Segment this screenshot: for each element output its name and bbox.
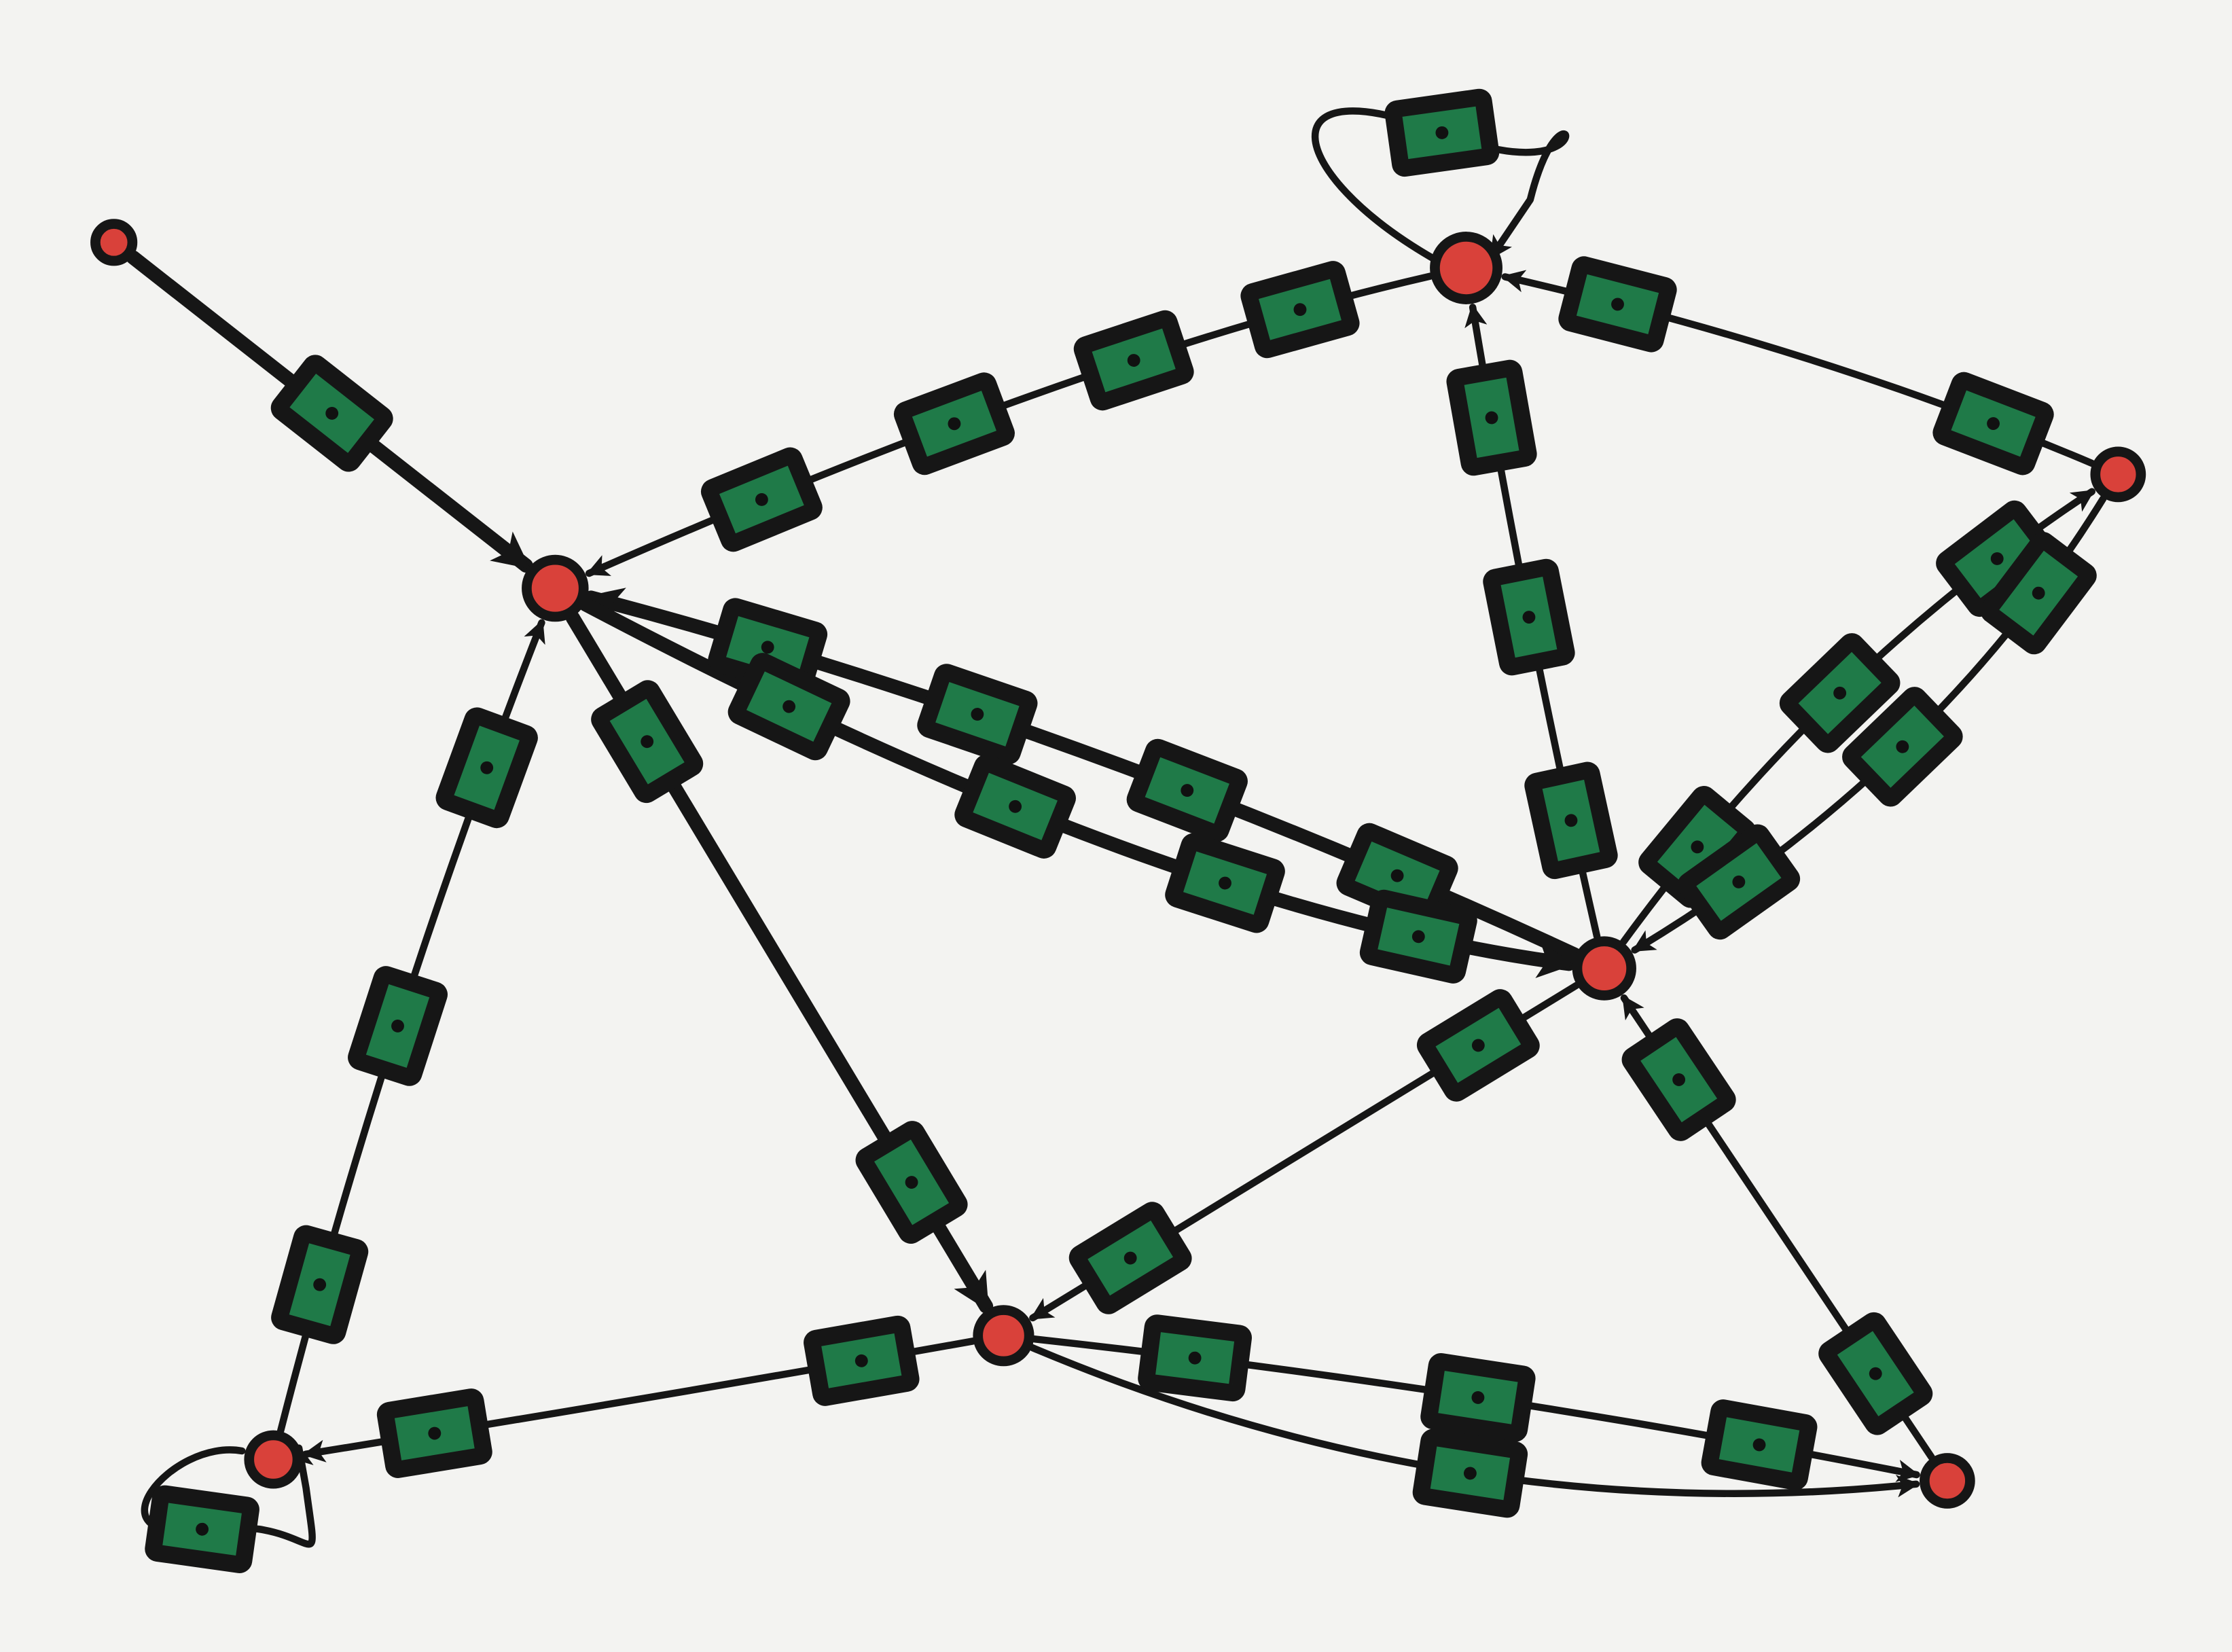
token-e3-0 — [1932, 372, 2054, 475]
token-e8-0 — [1980, 532, 2097, 655]
token-e10-2 — [435, 707, 538, 829]
token-e15-0 — [1138, 1314, 1252, 1402]
token-e3-1 — [1558, 256, 1677, 353]
token-e15-2 — [1701, 1399, 1818, 1490]
token-e0-0 — [270, 355, 393, 472]
token-dot — [1390, 869, 1404, 882]
token-dot — [1181, 784, 1194, 797]
tokens-layer — [145, 88, 2097, 1573]
token-e9-0 — [591, 680, 704, 804]
token-dot — [641, 735, 654, 749]
token-e4-0 — [1524, 761, 1618, 880]
token-e11-1 — [1068, 1202, 1192, 1314]
token-e1-3 — [700, 447, 823, 552]
token-dot — [1463, 1467, 1477, 1480]
token-dot — [1471, 1390, 1485, 1404]
token-dot — [325, 407, 339, 420]
token-dot — [1833, 686, 1847, 700]
token-dot — [948, 417, 961, 431]
token-dot — [1691, 840, 1704, 854]
token-dot — [313, 1278, 327, 1291]
token-dot — [1752, 1438, 1766, 1452]
nodes-layer — [90, 219, 2146, 1509]
node-hub — [522, 554, 589, 622]
token-dot — [1219, 876, 1231, 890]
token-dot — [1471, 1039, 1485, 1052]
token-dot — [1188, 1351, 1202, 1365]
token-e11-0 — [1416, 989, 1540, 1102]
token-e16-0 — [1412, 1429, 1528, 1518]
token-dot — [761, 641, 774, 654]
token-e5-2 — [917, 664, 1038, 765]
token-e12-0 — [1818, 1312, 1933, 1435]
token-e8-2 — [1677, 824, 1801, 940]
token-dot — [1611, 298, 1624, 311]
token-dot — [196, 1522, 209, 1536]
token-dot — [854, 1354, 868, 1367]
token-e1-0 — [1240, 261, 1360, 359]
token-e13-1 — [376, 1388, 492, 1478]
token-e2-0 — [1384, 88, 1500, 177]
token-e8-1 — [1842, 687, 1963, 807]
token-dot — [1123, 1251, 1137, 1265]
token-dot — [1869, 1367, 1882, 1380]
token-e9-1 — [855, 1121, 968, 1244]
node-source — [90, 219, 138, 266]
token-dot — [1896, 740, 1909, 753]
token-dot — [1009, 800, 1022, 813]
node-right — [2090, 446, 2146, 503]
token-dot — [782, 700, 796, 713]
token-e4-1 — [1483, 558, 1575, 676]
token-dot — [1127, 354, 1140, 367]
token-dot — [1672, 1073, 1686, 1086]
token-dot — [1732, 875, 1746, 888]
token-e1-2 — [893, 372, 1015, 475]
token-dot — [1293, 303, 1307, 317]
token-dot — [2032, 586, 2045, 600]
token-dot — [1987, 417, 2000, 430]
token-dot — [1435, 126, 1449, 139]
token-e4-2 — [1446, 359, 1537, 476]
node-bottom-right — [1920, 1453, 1975, 1509]
node-bottom-left — [244, 1430, 303, 1489]
token-e12-1 — [1621, 1018, 1736, 1141]
token-e6-0 — [727, 653, 850, 761]
token-dot — [905, 1176, 918, 1189]
token-dot — [1485, 411, 1498, 425]
token-e14-0 — [145, 1485, 259, 1573]
token-e5-1 — [1126, 738, 1248, 842]
token-e7-1 — [1779, 633, 1901, 753]
token-dot — [428, 1426, 442, 1440]
node-center-right — [1572, 936, 1636, 1001]
token-e1-1 — [1073, 310, 1194, 411]
token-dot — [1564, 814, 1578, 827]
token-dot — [971, 708, 984, 721]
token-e13-0 — [804, 1315, 920, 1406]
token-e6-3 — [1359, 889, 1477, 984]
token-e15-1 — [1420, 1353, 1536, 1442]
token-dot — [1990, 552, 2004, 565]
token-e10-0 — [271, 1225, 369, 1344]
token-e10-1 — [348, 966, 448, 1086]
node-top — [1430, 232, 1502, 304]
token-dot — [480, 761, 494, 774]
token-e6-2 — [1165, 833, 1285, 933]
node-bottom-middle — [973, 1305, 1034, 1367]
token-dot — [391, 1020, 404, 1032]
token-e6-1 — [954, 754, 1076, 859]
token-dot — [1411, 930, 1425, 944]
token-dot — [755, 493, 768, 506]
token-dot — [1522, 611, 1536, 624]
